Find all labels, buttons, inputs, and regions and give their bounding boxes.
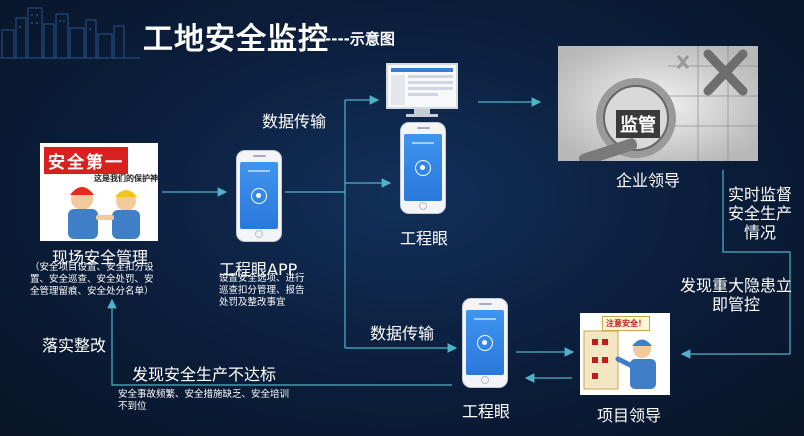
app-desc: 设置安全选项、进行巡查扣分管理、报告处罚及整改事宜 bbox=[219, 273, 305, 308]
page-subtitle: ----示意图 bbox=[325, 30, 395, 48]
eye-bottom-phone bbox=[462, 298, 508, 388]
project-leader-illustration: 注意安全！ bbox=[580, 313, 670, 395]
data-transfer-bottom-label: 数据传输 bbox=[370, 324, 435, 343]
rectify-label: 落实整改 bbox=[42, 336, 107, 355]
substandard-desc: 安全事故频繁、安全措施缺乏、安全培训不到位 bbox=[118, 389, 290, 412]
data-transfer-top-label: 数据传输 bbox=[262, 112, 327, 131]
edge-enterprise-to-project bbox=[680, 170, 791, 359]
eye-top-phone bbox=[400, 122, 446, 214]
safety-sign: 注意安全！ bbox=[602, 316, 650, 331]
eye-bottom-icon bbox=[477, 334, 493, 351]
desktop-monitor bbox=[386, 63, 458, 118]
eye-top-icon bbox=[415, 159, 431, 176]
edge-feedback-to-site bbox=[107, 298, 452, 386]
city-skyline-decoration bbox=[0, 7, 140, 59]
supervision-illustration: 监管 bbox=[558, 46, 758, 161]
safety-banner-subtext: 这是我们的保护神 bbox=[94, 174, 158, 183]
hazard-control-label: 发现重大隐患立即管控 bbox=[680, 276, 793, 314]
safety-first-banner: 安全第一 bbox=[44, 147, 128, 174]
page-title: 工地安全监控 bbox=[143, 22, 329, 57]
site-safety-illustration: 安全第一 这是我们的保护神 bbox=[40, 143, 158, 241]
eye-app-icon bbox=[251, 187, 267, 204]
project-leader-label: 项目领导 bbox=[597, 406, 662, 425]
workers-figure bbox=[68, 187, 140, 239]
realtime-supervision-label: 实时监督安全生产情况 bbox=[727, 185, 792, 242]
app-phone bbox=[236, 150, 282, 242]
app-label: 工程眼APP bbox=[219, 260, 298, 279]
enterprise-label: 企业领导 bbox=[616, 171, 681, 190]
substandard-label: 发现安全生产不达标 bbox=[132, 365, 277, 384]
supervision-badge: 监管 bbox=[616, 110, 660, 138]
site-safety-desc: （安全项目设置、安全扣分设置、安全巡查、安全处罚、安全管理留痕、安全处分名单） bbox=[30, 262, 154, 297]
eye-top-label: 工程眼 bbox=[400, 229, 449, 248]
eye-bottom-label: 工程眼 bbox=[462, 402, 511, 421]
site-safety-label: 现场安全管理 bbox=[52, 248, 149, 267]
